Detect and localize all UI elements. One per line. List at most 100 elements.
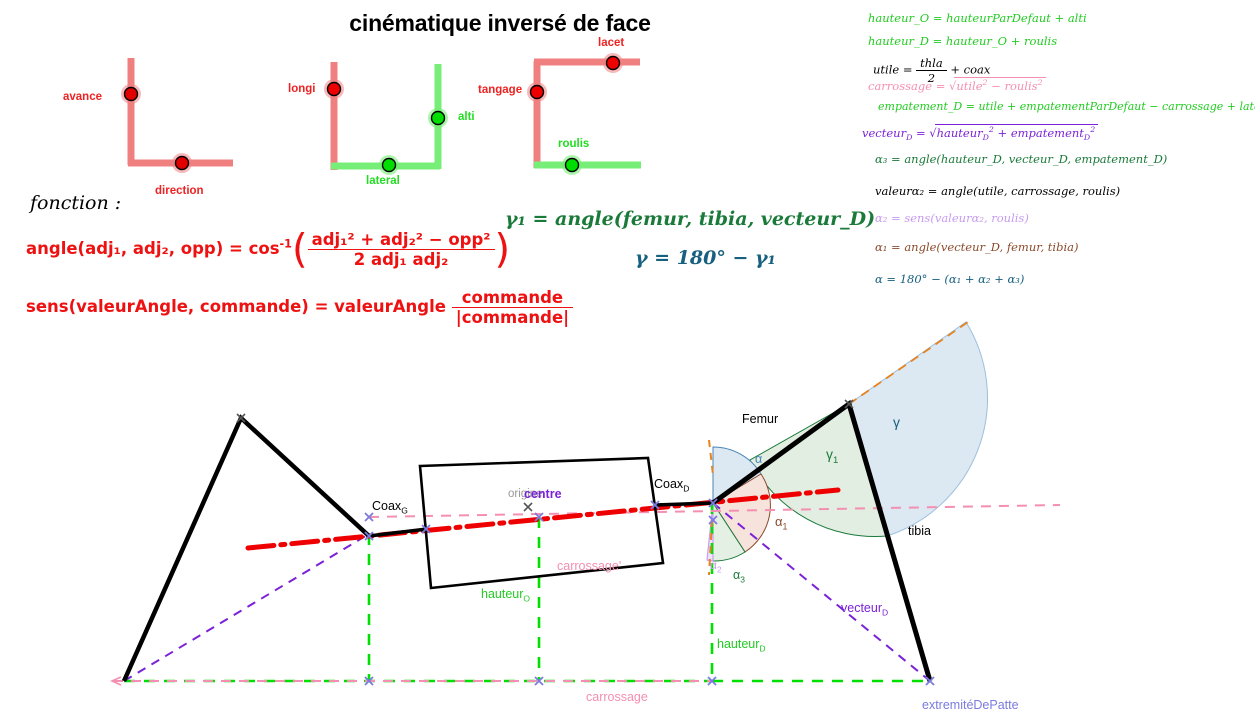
fonction-heading: fonction :	[30, 192, 122, 214]
vecteurG-line	[123, 533, 370, 682]
label-hauteurO: hauteurO	[481, 587, 530, 604]
label-vecteurD: vecteurD	[841, 601, 888, 618]
marker-roulis-point[interactable]	[708, 515, 718, 525]
carrossage-prime-line	[368, 504, 1061, 518]
dot-tangage[interactable]	[529, 84, 545, 100]
paren-close: )	[494, 226, 511, 273]
label-alti: alti	[458, 111, 475, 123]
marker-extremite[interactable]	[925, 676, 935, 686]
carrossage-arrow	[110, 676, 122, 686]
label-tangage: tangage	[478, 84, 523, 96]
label-coaxG: CoaxG	[372, 499, 408, 516]
label-tibia: tibia	[908, 524, 931, 538]
label-hauteurD-text: hauteur	[717, 637, 760, 651]
page-title: cinématique inversé de face	[349, 10, 651, 36]
label-coaxD: CoaxD	[654, 477, 689, 494]
equation-carrossage: carrossage = √utile2 − roulis2	[868, 77, 1046, 93]
marker-right-knee[interactable]	[844, 399, 854, 409]
marker-box-left[interactable]	[421, 524, 431, 534]
equation-hauteurD: hauteur_D = hauteur_O + roulis	[868, 34, 1058, 48]
equation-alpha1: α₁ = angle(vecteur_D, femur, tibia)	[875, 240, 1079, 254]
orange-tick-up	[708, 439, 714, 476]
left-coax-bar	[368, 527, 428, 538]
formula-sens-lhs: sens(valeurAngle, commande) = valeurAngl…	[26, 297, 446, 316]
label-hauteurD: hauteurD	[717, 637, 766, 654]
label-carrossage: carrossage	[586, 690, 648, 704]
label-vecteurD-text: vecteur	[841, 601, 882, 615]
femur-extension-line	[848, 321, 969, 405]
paren-open: (	[291, 226, 308, 273]
label-alpha3-sub: 3	[740, 574, 745, 585]
vecteurD-radicand: hauteurD2 + empatementD2	[934, 124, 1099, 142]
dot-alti[interactable]	[430, 110, 446, 126]
equation-gamma: γ = 180° − γ₁	[635, 247, 776, 269]
joint-markers	[364, 498, 935, 686]
indicator-tangage-lacet-roulis	[527, 53, 641, 175]
label-origine: origine	[508, 488, 543, 500]
formula-sens-numerator: commande	[461, 288, 564, 307]
dot-longi[interactable]	[326, 81, 342, 97]
marker-centre[interactable]	[534, 512, 544, 522]
formula-angle-denominator: 2 adj₁ adj₂	[307, 249, 495, 269]
marker-left-knee[interactable]	[236, 413, 246, 423]
dot-direction[interactable]	[174, 155, 190, 171]
label-alpha: α	[755, 452, 763, 466]
chassis-box	[418, 456, 665, 590]
label-femur: Femur	[742, 412, 779, 426]
marker-origine[interactable]	[523, 502, 533, 512]
formula-angle-exponent: -1	[279, 237, 292, 251]
equation-valeuralpha2: valeurα₂ = angle(utile, carrossage, roul…	[875, 184, 1121, 198]
marker-ground-right[interactable]	[707, 676, 717, 686]
indicator-avance-direction	[121, 58, 233, 173]
label-direction: direction	[155, 185, 204, 197]
marker-coaxD[interactable]	[650, 500, 660, 510]
label-alpha1: α1	[775, 514, 787, 532]
label-gamma1-text: γ	[826, 446, 833, 462]
utile-denominator: 2	[916, 70, 947, 85]
chassis-axis-line	[245, 487, 841, 551]
marker-ground-centre[interactable]	[534, 676, 544, 686]
equation-alpha2: α₂ = sens(valeurα₂, roulis)	[875, 211, 1029, 225]
label-coaxG-sub: G	[401, 505, 408, 516]
label-coaxD-text: Coax	[654, 477, 684, 491]
label-lacet: lacet	[598, 37, 625, 49]
equation-gamma1: γ₁ = angle(femur, tibia, vecteur_D)	[505, 208, 876, 230]
label-coaxG-text: Coax	[372, 499, 402, 513]
label-gamma: γ	[893, 414, 900, 430]
wedge-gamma	[848, 321, 988, 537]
label-hauteurD-sub: D	[759, 643, 766, 654]
label-roulis: roulis	[558, 138, 590, 150]
marker-left-hip[interactable]	[364, 531, 374, 541]
label-gamma1: γ1	[826, 446, 838, 466]
label-gamma1-sub: 1	[833, 454, 839, 466]
formula-sens-denominator: |commande|	[451, 307, 574, 327]
label-alpha3-text: α	[733, 568, 741, 582]
label-alpha2: α2	[710, 558, 721, 574]
equation-hauteurO: hauteur_O = hauteurParDefaut + alti	[868, 11, 1087, 25]
label-coaxD-sub: D	[683, 483, 690, 494]
label-hauteurO-sub: O	[523, 593, 531, 604]
formula-sens: sens(valeurAngle, commande) = valeurAngl…	[26, 288, 574, 327]
label-alpha1-text: α	[775, 514, 783, 529]
label-alpha3: α3	[733, 568, 745, 585]
orange-tick-down	[708, 519, 713, 576]
wedge-alpha1	[712, 473, 771, 553]
label-hauteurO-text: hauteur	[481, 587, 524, 601]
formula-sens-fraction: commande|commande|	[451, 288, 574, 327]
dot-lateral[interactable]	[381, 157, 397, 173]
marker-coaxG[interactable]	[364, 512, 374, 522]
marker-right-hip[interactable]	[708, 498, 718, 508]
dot-roulis[interactable]	[564, 157, 580, 173]
carrossage-radicand: utile2 − roulis2	[954, 77, 1046, 93]
formula-angle-lhs: angle(adj₁, adj₂, opp) = cos	[26, 239, 280, 258]
formula-angle-numerator: adj₁² + adj₂² − opp²	[311, 230, 491, 249]
dot-avance[interactable]	[123, 86, 139, 102]
marker-ground-left[interactable]	[364, 676, 374, 686]
dot-lacet[interactable]	[605, 55, 621, 71]
label-avance: avance	[63, 91, 103, 103]
